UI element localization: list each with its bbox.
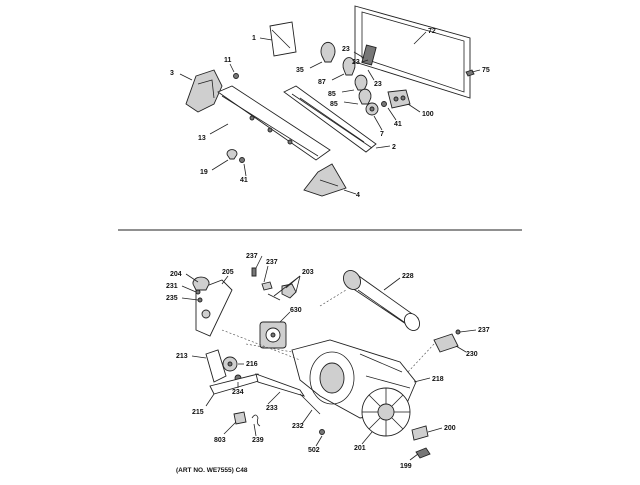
callout-23-c: 23 [374,81,382,88]
callout-216: 216 [246,361,258,368]
screw-11 [233,73,239,79]
callout-234: 234 [232,389,244,396]
callout-199: 199 [400,463,412,470]
callout-231: 231 [166,283,178,290]
callout-233: 233 [266,405,278,412]
callout-41-a: 41 [394,121,402,128]
instruction-card [269,21,297,57]
screw-231 [195,289,201,295]
end-cap-4 [303,163,347,197]
callout-230: 230 [466,351,478,358]
callout-41-b: 41 [240,177,248,184]
clip-204 [192,276,210,291]
callout-3: 3 [170,70,174,77]
backsplash-panel-inner [361,11,465,93]
backsplash-panel [354,5,471,99]
callout-218: 218 [432,376,444,383]
thermostat-230 [433,333,459,353]
art-number: (ART NO. WE7555) C48 [176,467,248,474]
callout-201: 201 [354,445,366,452]
callout-19: 19 [200,169,208,176]
drive-arm-213 [205,349,227,383]
callout-75: 75 [482,67,490,74]
callout-35: 35 [296,67,304,74]
callout-239: 239 [252,437,264,444]
pin-237-a [251,267,257,277]
callout-23-a: 23 [342,46,350,53]
callout-203: 203 [302,269,314,276]
clip-19 [226,149,238,160]
knob-85b [358,88,372,105]
clip-237-b [261,281,273,291]
callout-235: 235 [166,295,178,302]
callout-23-b: 23 [352,59,360,66]
callout-85-a: 85 [328,91,336,98]
callout-630: 630 [290,307,302,314]
callout-100: 100 [422,111,434,118]
knob-87 [342,57,356,76]
callout-2: 2 [392,144,396,151]
end-cap-3 [185,69,223,113]
clip-200 [411,425,429,441]
callout-11: 11 [224,57,232,64]
callout-1: 1 [252,35,256,42]
screw-41-upper [381,101,387,107]
backsplash-window [361,44,377,66]
callout-85-b: 85 [330,101,338,108]
callout-215: 215 [192,409,204,416]
spring-239 [251,414,261,427]
bracket-199 [415,447,431,459]
callout-803: 803 [214,437,226,444]
callout-205: 205 [222,269,234,276]
screw-235 [197,297,203,303]
callout-232: 232 [292,423,304,430]
callout-87: 87 [318,79,326,86]
belt-233 [255,373,306,397]
callout-237-b: 237 [266,259,278,266]
knob-35 [320,41,336,63]
screw-237-c [455,329,461,335]
callout-502: 502 [308,447,320,454]
callout-200: 200 [444,425,456,432]
switch-803 [233,411,247,425]
screw-502 [319,429,325,435]
callout-204: 204 [170,271,182,278]
control-panel-front [217,85,331,161]
callout-72: 72 [428,28,436,35]
callout-237-c: 237 [478,327,490,334]
knob-85a [354,74,368,91]
mount-bracket [195,279,233,337]
callout-213: 213 [176,353,188,360]
grommet-205 [201,309,211,319]
blower-vanes [362,388,410,436]
shaft-232 [299,393,321,415]
timer-switch-100 [387,89,411,109]
screw-75 [465,69,475,77]
callout-7: 7 [380,131,384,138]
callout-4: 4 [356,192,360,199]
clip-203 [281,283,297,299]
callout-228: 228 [402,273,414,280]
callout-237-a: 237 [246,253,258,260]
screw-41-lower [239,157,245,163]
callout-13: 13 [198,135,206,142]
